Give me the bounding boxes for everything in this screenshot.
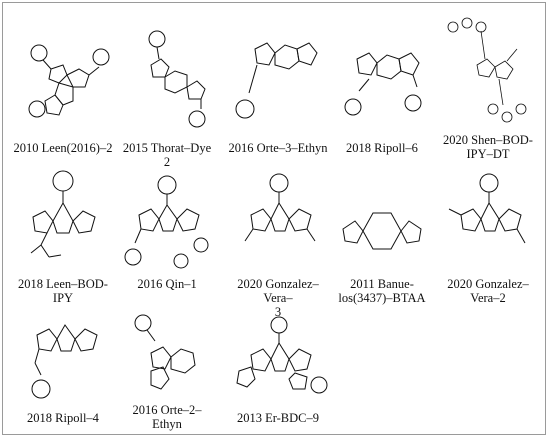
compound-label-line: 2016 Orte–2– xyxy=(132,403,202,417)
compound-label-line: IPY–DT xyxy=(466,147,510,161)
structure-drawing xyxy=(344,52,422,116)
structure-drawing xyxy=(236,316,328,394)
structure-drawing xyxy=(124,175,209,269)
compound-label-line: 2018 Leen–BOD- xyxy=(18,277,108,291)
compound-label-line: Vera–2 xyxy=(470,291,506,305)
figure-frame: 2010 Leen(2016)–2 2015 Thorat–Dye 2 2016… xyxy=(2,2,546,435)
structure-drawing xyxy=(235,42,318,119)
compound-cell: 2016 Orte–3–Ethyn xyxy=(223,9,333,161)
compound-cell: 2018 Leen–BOD- IPY xyxy=(11,165,115,305)
compound-label-line: 2 xyxy=(163,155,171,169)
compound-label-line: 2011 Banue- xyxy=(350,277,414,291)
compound-cell: 2016 Orte–2– Ethyn xyxy=(117,311,217,433)
compound-cell: 2018 Ripoll–6 xyxy=(333,9,431,161)
structure-drawing xyxy=(448,173,526,244)
compound-cell: 2011 Banue- los(3437)–BTAA xyxy=(333,165,431,305)
compound-cell: 2015 Thorat–Dye 2 xyxy=(117,9,217,169)
compound-cell: 2010 Leen(2016)–2 xyxy=(11,9,115,161)
structure-drawing xyxy=(148,30,206,128)
compound-label-line: los(3437)–BTAA xyxy=(338,291,426,305)
compound-label-line: 2018 Ripoll–6 xyxy=(346,141,418,155)
structure-drawing xyxy=(31,324,98,399)
compound-label-line: 2020 Gonzalez–Vera– xyxy=(237,277,319,305)
structure-drawing xyxy=(134,314,196,390)
structure-drawing xyxy=(30,170,96,258)
compound-label-line: 2016 Orte–3–Ethyn xyxy=(228,141,328,155)
compound-cell: 2020 Gonzalez–Vera– 3 xyxy=(223,165,333,319)
compound-cell: 2016 Qin–1 xyxy=(117,165,217,305)
compound-label-line: 2016 Qin–1 xyxy=(137,277,197,291)
structure-drawing xyxy=(28,44,110,118)
structure-drawing xyxy=(342,212,422,250)
structure-drawing xyxy=(244,173,316,242)
compound-cell: 2013 Er-BDC–9 xyxy=(223,311,333,433)
compound-label-line: 2020 Shen–BOD- xyxy=(443,133,533,147)
compound-label-line: 3 xyxy=(274,305,282,319)
compound-label-line: 2020 Gonzalez– xyxy=(447,277,529,291)
structure-drawing xyxy=(447,17,527,123)
compound-cell: 2018 Ripoll–4 xyxy=(11,311,115,433)
compound-label-line: Ethyn xyxy=(152,417,182,431)
compound-label-line: 2010 Leen(2016)–2 xyxy=(13,141,113,155)
compound-cell: 2020 Gonzalez– Vera–2 xyxy=(433,165,543,305)
compound-label-line: 2015 Thorat–Dye xyxy=(122,141,212,155)
compound-label-line: 2013 Er-BDC–9 xyxy=(236,411,320,425)
compound-cell: 2020 Shen–BOD- IPY–DT xyxy=(433,9,543,161)
compound-label-line: 2018 Ripoll–4 xyxy=(27,411,99,425)
compound-label-line: IPY xyxy=(52,291,74,305)
